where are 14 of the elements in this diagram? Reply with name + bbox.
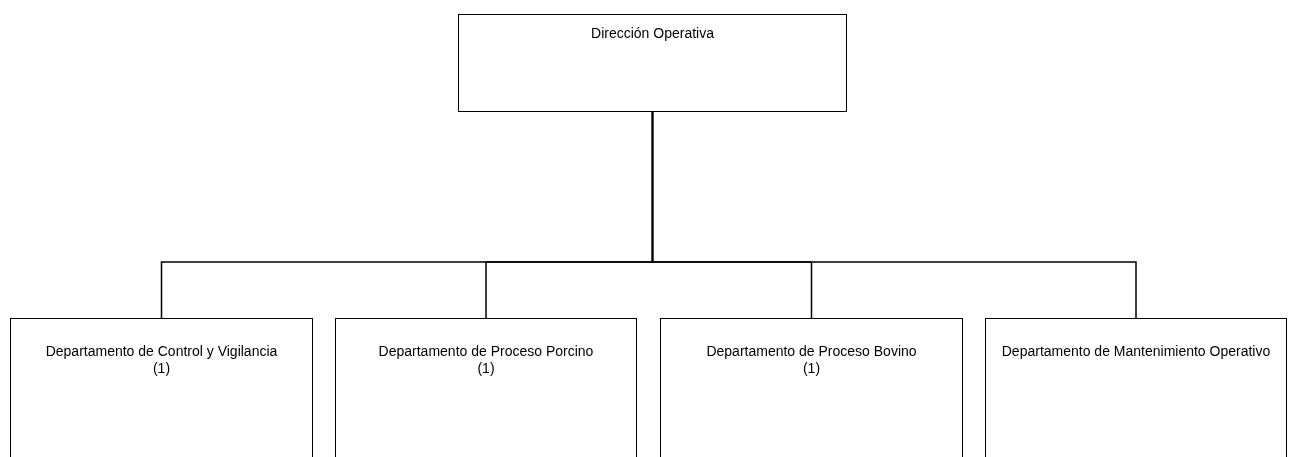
box-label: Departamento de Proceso Porcino bbox=[377, 343, 595, 360]
box-label: (1) bbox=[476, 360, 496, 377]
org-box bbox=[660, 318, 963, 457]
org-box bbox=[985, 318, 1287, 457]
connector-line bbox=[651, 111, 1137, 319]
box-label: (1) bbox=[801, 360, 822, 377]
org-box bbox=[458, 14, 847, 112]
box-label: Dirección Operativa bbox=[590, 25, 715, 42]
org-box bbox=[10, 318, 313, 457]
box-label: Departamento de Proceso Bovino bbox=[705, 343, 918, 360]
box-label: Departamento de Mantenimiento Operativo bbox=[1000, 343, 1272, 360]
org-box bbox=[335, 318, 637, 457]
box-label: Departamento de Control y Vigilancia bbox=[44, 343, 279, 360]
box-label: (1) bbox=[151, 360, 172, 377]
